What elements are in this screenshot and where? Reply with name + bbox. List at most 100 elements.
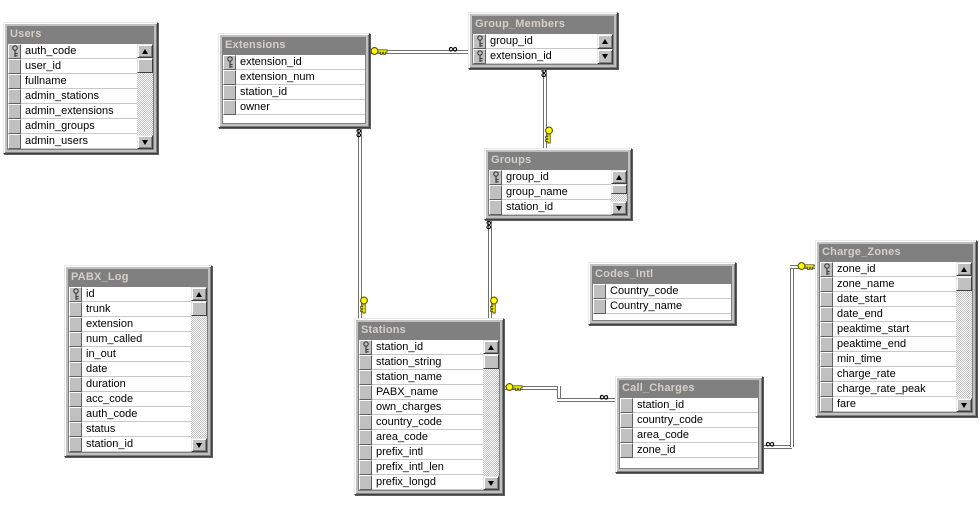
scroll-down-button[interactable] — [191, 438, 207, 452]
scroll-up-button[interactable] — [191, 287, 207, 301]
field-row[interactable]: own_charges — [359, 400, 499, 415]
field-row[interactable]: station_name — [359, 370, 499, 385]
scrollbar-track[interactable] — [191, 316, 207, 438]
scroll-down-button[interactable] — [611, 201, 627, 215]
field-row[interactable]: Country_name — [593, 299, 731, 314]
field-row[interactable]: zone_id — [620, 443, 758, 458]
scroll-up-button[interactable] — [483, 340, 499, 354]
table-title[interactable]: Codes_Intl — [592, 266, 732, 283]
scroll-up-button[interactable] — [597, 34, 613, 49]
field-row[interactable]: admin_groups — [8, 119, 153, 134]
table-title[interactable]: Users — [7, 26, 154, 43]
relationship-line[interactable] — [557, 398, 615, 402]
table-title[interactable]: Groups — [488, 152, 628, 169]
field-row[interactable]: prefix_intl — [359, 445, 499, 460]
field-row[interactable]: extension_id — [223, 55, 365, 70]
field-row[interactable]: peaktime_start — [820, 322, 972, 337]
scroll-down-button[interactable] — [597, 49, 613, 64]
scrollbar[interactable] — [956, 262, 972, 412]
field-row[interactable]: duration — [69, 377, 207, 392]
field-row[interactable]: admin_stations — [8, 89, 153, 104]
field-row[interactable]: auth_code — [69, 407, 207, 422]
field-row[interactable]: PABX_name — [359, 385, 499, 400]
field-row[interactable]: station_string — [359, 355, 499, 370]
scrollbar-thumb[interactable] — [191, 301, 207, 316]
scrollbar-track[interactable] — [956, 291, 972, 398]
table-title[interactable]: Call_Charges — [619, 380, 759, 397]
field-row[interactable]: fullname — [8, 74, 153, 89]
relationship-line[interactable] — [370, 50, 468, 54]
field-row[interactable]: user_id — [8, 59, 153, 74]
table-title[interactable]: Extensions — [222, 37, 366, 54]
field-row[interactable]: zone_name — [820, 277, 972, 292]
field-row[interactable]: group_name — [489, 185, 627, 200]
field-row[interactable]: group_id — [473, 34, 613, 49]
field-row[interactable]: extension — [69, 317, 207, 332]
field-row[interactable]: acc_code — [69, 392, 207, 407]
field-row[interactable]: num_called — [69, 332, 207, 347]
table-title[interactable]: Stations — [358, 322, 500, 339]
field-row[interactable]: trunk — [69, 302, 207, 317]
relationship-line[interactable] — [557, 386, 561, 402]
field-row[interactable]: Country_code — [593, 284, 731, 299]
field-row[interactable]: area_code — [359, 430, 499, 445]
scroll-up-button[interactable] — [137, 44, 153, 58]
field-row[interactable]: station_id — [359, 340, 499, 355]
scroll-down-button[interactable] — [483, 476, 499, 490]
relationship-line[interactable] — [488, 217, 492, 318]
scrollbar-thumb[interactable] — [956, 276, 972, 291]
field-row[interactable]: charge_rate — [820, 367, 972, 382]
scrollbar[interactable] — [137, 44, 153, 149]
scroll-up-button[interactable] — [956, 262, 972, 276]
field-row[interactable]: owner — [223, 100, 365, 115]
scrollbar-track[interactable] — [483, 369, 499, 476]
table-title[interactable]: Group_Members — [472, 16, 614, 33]
relationship-line[interactable] — [358, 125, 362, 318]
field-row[interactable]: charge_rate_peak — [820, 382, 972, 397]
relationship-line[interactable] — [543, 66, 547, 148]
field-row[interactable]: extension_num — [223, 70, 365, 85]
field-row[interactable]: id — [69, 287, 207, 302]
scrollbar[interactable] — [191, 287, 207, 452]
table-title[interactable]: Charge_Zones — [819, 244, 973, 261]
field-row[interactable]: status — [69, 422, 207, 437]
field-row[interactable]: prefix_intl_len — [359, 460, 499, 475]
field-row[interactable]: admin_users — [8, 134, 153, 149]
table-title[interactable]: PABX_Log — [68, 269, 208, 286]
field-row[interactable]: min_time — [820, 352, 972, 367]
scrollbar-thumb[interactable] — [483, 354, 499, 369]
field-row[interactable]: auth_code — [8, 44, 153, 59]
field-row[interactable]: station_id — [223, 85, 365, 100]
scrollbar-track[interactable] — [611, 194, 627, 201]
field-row[interactable]: group_id — [489, 170, 627, 185]
field-row[interactable]: admin_extensions — [8, 104, 153, 119]
relationship-line[interactable] — [790, 265, 794, 447]
scrollbar-thumb[interactable] — [611, 184, 627, 194]
field-row[interactable]: fare — [820, 397, 972, 412]
scrollbar[interactable] — [611, 170, 627, 215]
scroll-up-button[interactable] — [611, 170, 627, 184]
field-row[interactable]: prefix_longd — [359, 475, 499, 490]
field-row[interactable]: date_start — [820, 292, 972, 307]
field-row[interactable]: area_code — [620, 428, 758, 443]
scroll-down-button[interactable] — [137, 135, 153, 149]
scrollbar-track[interactable] — [137, 73, 153, 135]
field-row[interactable]: station_id — [69, 437, 207, 452]
field-row[interactable]: station_id — [489, 200, 627, 215]
field-row[interactable]: extension_id — [473, 49, 613, 64]
field-row[interactable]: peaktime_end — [820, 337, 972, 352]
field-row[interactable]: country_code — [359, 415, 499, 430]
field-row[interactable]: zone_id — [820, 262, 972, 277]
scrollbar-thumb[interactable] — [137, 58, 153, 73]
scrollbar[interactable] — [597, 34, 613, 64]
scrollbar[interactable] — [483, 340, 499, 490]
relationship-line[interactable] — [763, 445, 792, 449]
field-row[interactable]: station_id — [620, 398, 758, 413]
